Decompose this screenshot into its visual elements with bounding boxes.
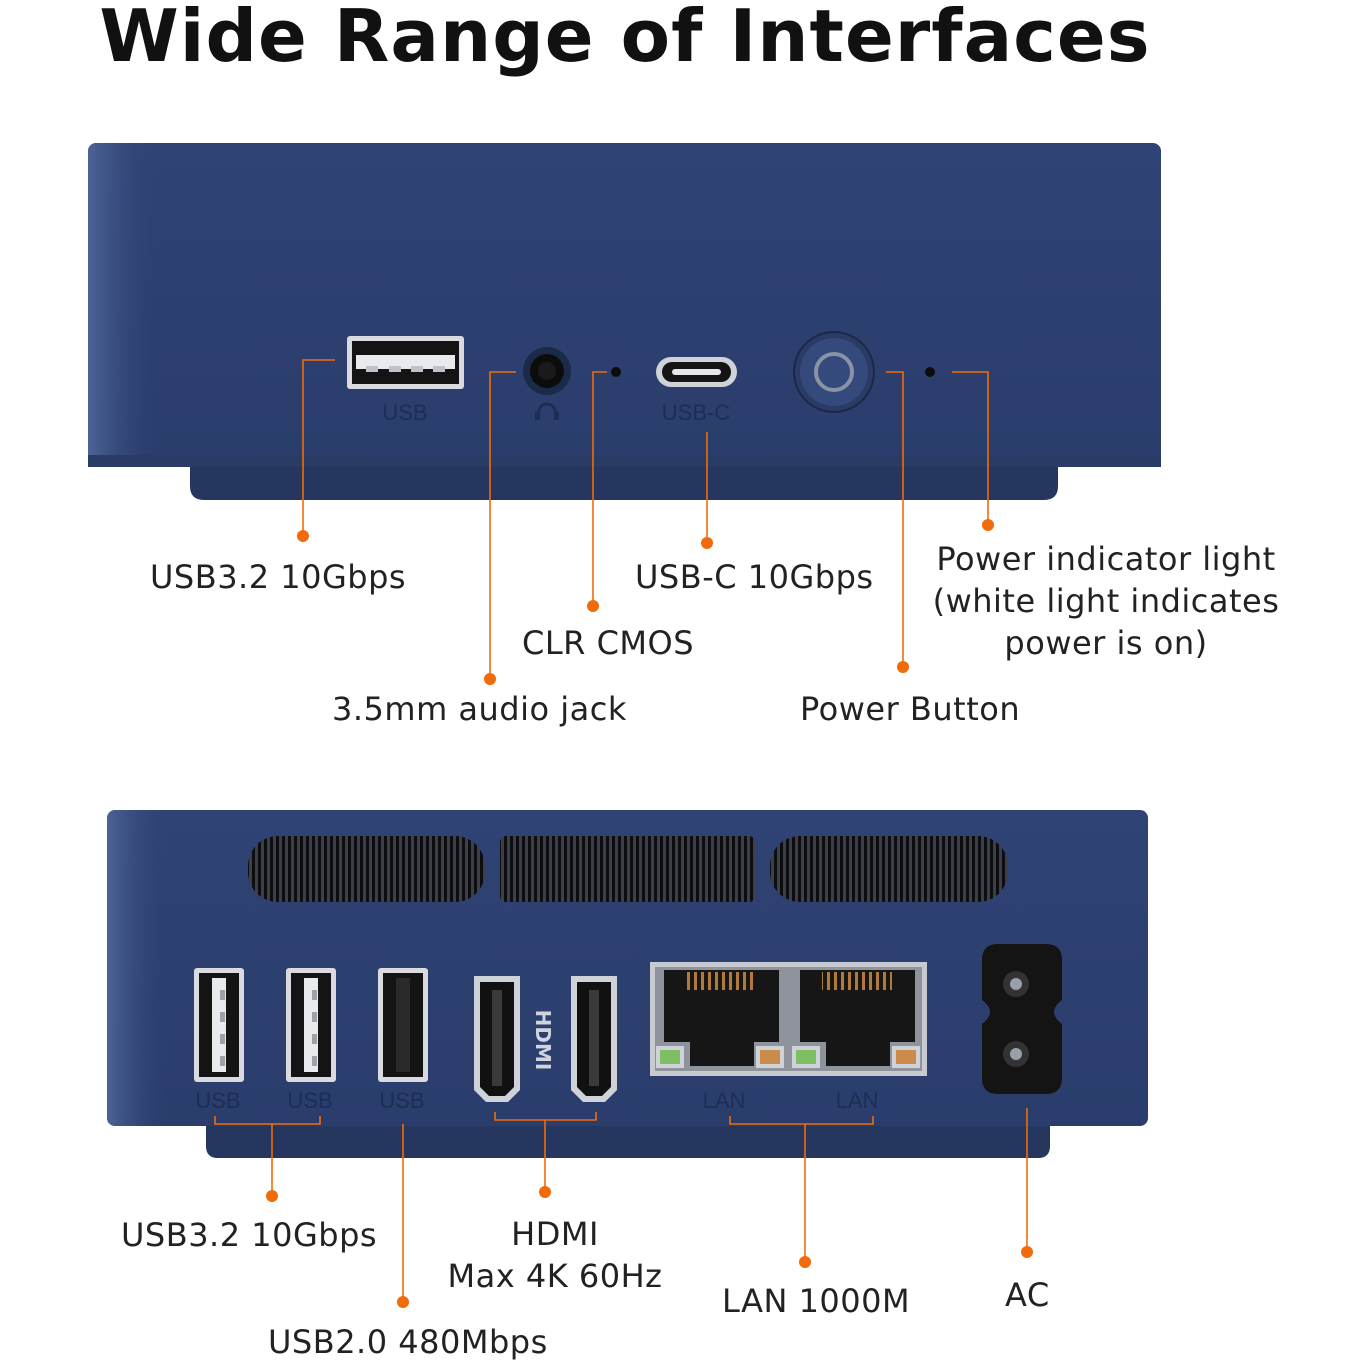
audio-jack [523, 347, 571, 420]
lan-port-2-label: LAN [836, 1088, 879, 1113]
page-title: Wide Range of Interfaces [99, 0, 1151, 78]
vent-middle [500, 836, 755, 902]
callout-usbc: USB-C 10Gbps [635, 558, 874, 596]
callout-lan: LAN 1000M [722, 1282, 911, 1320]
hdmi-line-1: HDMI [511, 1215, 599, 1253]
hdmi-port-1 [474, 976, 520, 1102]
callout-clr-cmos: CLR CMOS [522, 624, 695, 662]
rear-usb-port-1: USB [194, 968, 244, 1113]
lan-port-1 [656, 970, 784, 1068]
callout-hdmi: HDMI Max 4K 60Hz [440, 1213, 670, 1297]
clr-cmos-hole [611, 367, 621, 377]
ac-socket [982, 944, 1062, 1094]
front-usbc-port-label: USB-C [662, 400, 731, 425]
hdmi-logo: HDMI [531, 1010, 555, 1071]
front-leader-lines [302, 359, 989, 678]
rear-panel: USB USB USB HDMI [107, 810, 1148, 1158]
callout-ac: AC [1005, 1276, 1050, 1314]
lan-port-1-label: LAN [703, 1088, 746, 1113]
power-button [793, 331, 875, 413]
rear-leader-lines [214, 1108, 1028, 1300]
callout-usb32-rear: USB3.2 10Gbps [121, 1216, 378, 1254]
rear-usb-port-2: USB [286, 968, 336, 1113]
vent-right [770, 836, 1008, 902]
power-indicator-light [925, 367, 935, 377]
hdmi-port-2 [571, 976, 617, 1102]
power-indicator-line-2: (white light indicates [932, 582, 1280, 620]
front-leader-dots [297, 519, 994, 685]
rear-leader-dots [266, 1186, 1033, 1308]
callout-power-button: Power Button [800, 690, 1021, 728]
power-indicator-line-3: power is on) [1004, 624, 1208, 662]
power-indicator-line-1: Power indicator light [936, 540, 1276, 578]
front-usbc-port: USB-C [656, 357, 737, 425]
rear-usb-port-1-label: USB [195, 1088, 240, 1113]
callout-usb20: USB2.0 480Mbps [268, 1323, 548, 1361]
rear-usb-port-3-label: USB [379, 1088, 424, 1113]
callout-audio-jack: 3.5mm audio jack [332, 690, 627, 728]
front-panel: USB USB-C [88, 143, 1161, 500]
front-usb-port: USB [347, 336, 464, 425]
headphone-icon [536, 402, 558, 419]
lan-ports: LAN LAN [650, 962, 927, 1113]
rear-usb-port-3: USB [378, 968, 428, 1113]
front-usb-port-label: USB [382, 400, 427, 425]
rear-usb-port-2-label: USB [287, 1088, 332, 1113]
hdmi-line-2: Max 4K 60Hz [447, 1257, 663, 1295]
callout-power-indicator: Power indicator light (white light indic… [928, 538, 1284, 664]
vent-left [248, 836, 485, 902]
callout-usb32-front: USB3.2 10Gbps [150, 558, 407, 596]
lan-port-2 [792, 970, 920, 1068]
